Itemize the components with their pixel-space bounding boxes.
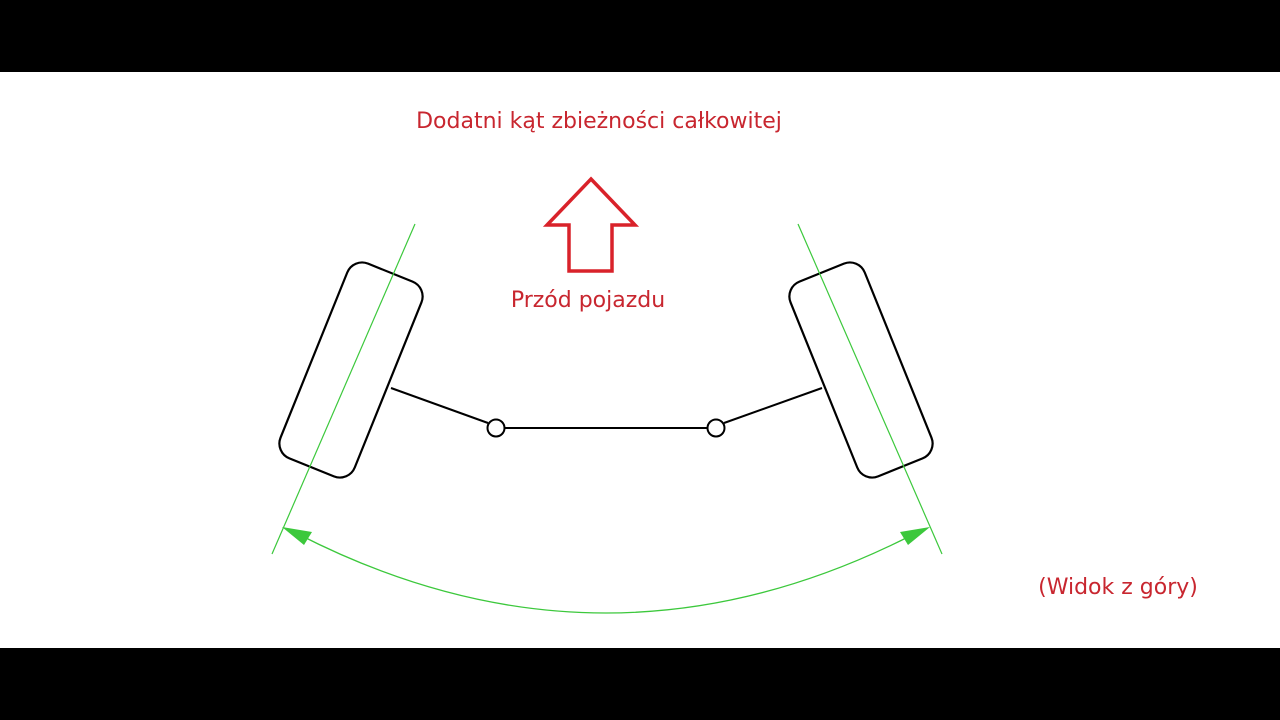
arc-arrowhead-right: [900, 527, 930, 545]
front-label: Przód pojazdu: [511, 288, 665, 313]
left-joint: [486, 418, 506, 438]
left-tie-rod: [390, 387, 489, 424]
toe-angle-diagram: Dodatni kąt zbieżności całkowitej Przód …: [271, 109, 1198, 614]
diagram-title: Dodatni kąt zbieżności całkowitej: [416, 109, 782, 134]
up-arrow-icon: [542, 176, 640, 273]
right-axis-line: [797, 223, 943, 555]
arc-arrowhead-left: [282, 527, 312, 545]
diagram-canvas: Dodatni kąt zbieżności całkowitej Przód …: [0, 72, 1280, 648]
toe-angle-arc: [297, 533, 915, 614]
view-label: (Widok z góry): [1038, 575, 1198, 600]
right-wheel: [788, 261, 934, 479]
left-axis-line: [271, 223, 416, 555]
right-tie-rod: [723, 387, 823, 424]
right-joint: [706, 418, 726, 438]
letterbox-top: [0, 0, 1280, 72]
letterbox-bottom: [0, 648, 1280, 720]
left-wheel: [278, 261, 424, 479]
